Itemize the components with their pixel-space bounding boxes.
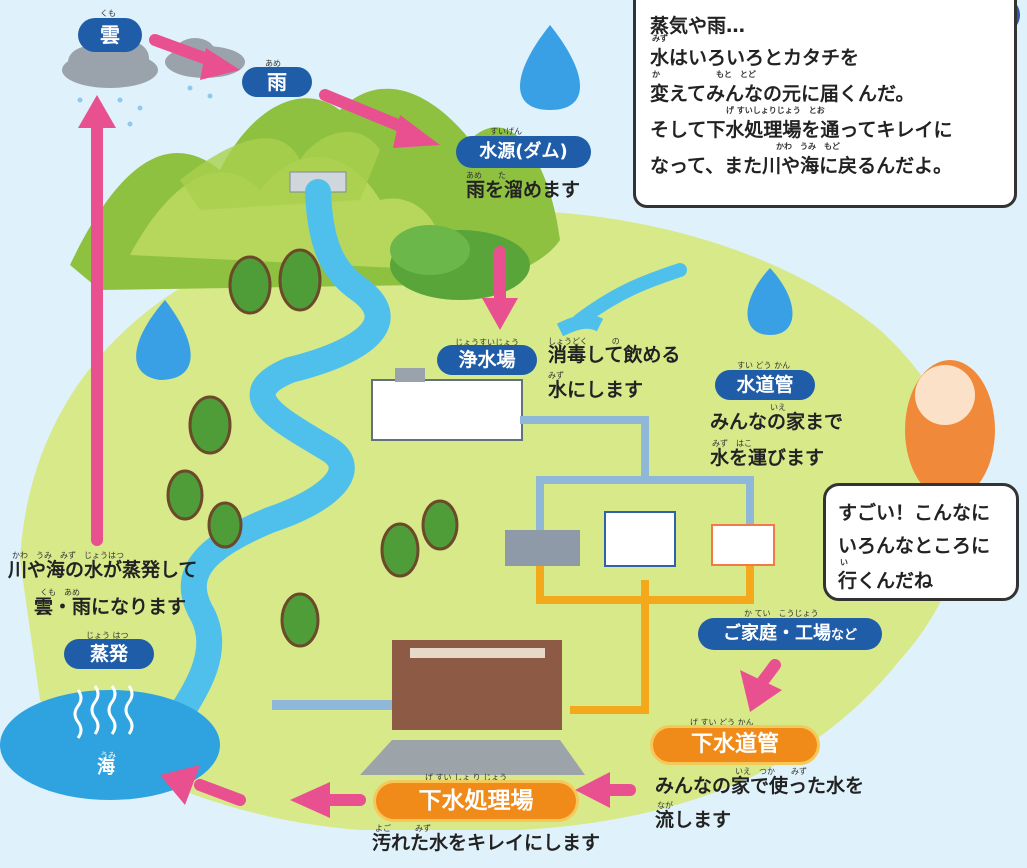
water-pipe-desc2-ruby: みず はこ xyxy=(712,439,752,448)
sewer-pipe-ruby: げ すい どう かん xyxy=(690,718,754,727)
river xyxy=(137,179,391,773)
sewer-line xyxy=(536,560,754,714)
rain-ruby: あめ xyxy=(265,59,281,68)
speech-line-1: 蒸気や雨… xyxy=(650,15,746,37)
homes-suffix: など xyxy=(830,628,857,643)
cloud-label: 雲 xyxy=(78,18,142,52)
factory xyxy=(505,530,580,566)
water-pipe-description-1: みんなの家まで xyxy=(710,411,844,433)
sewer-pipe-description-2: 流します xyxy=(655,809,732,831)
girl-ruby-3: い xyxy=(840,558,848,567)
homes-label: ご家庭・工場など xyxy=(698,618,882,650)
house xyxy=(711,524,775,566)
sewer-pipe-description-1: みんなの家で使った水を xyxy=(655,775,865,797)
dam-label: 水源(ダム) xyxy=(456,136,591,168)
flow-arrows xyxy=(78,34,782,818)
speech-line-4: そして下水処理場を通ってキレイに xyxy=(650,119,953,141)
water-drop-character xyxy=(136,25,793,380)
girl-line-3: 行くんだね xyxy=(838,570,934,592)
steam-waves xyxy=(73,685,134,739)
dam-description: 雨を溜めます xyxy=(466,179,581,201)
evaporation-label: 蒸発 xyxy=(64,639,154,669)
purification-desc2-ruby: みず xyxy=(548,371,564,380)
homes-title: ご家庭・工場 xyxy=(722,623,831,644)
purification-description-1: 消毒して飲める xyxy=(548,344,681,366)
treatment-desc-ruby: よご みず xyxy=(375,824,431,833)
sewer-pipe-label: 下水道管 xyxy=(650,725,820,765)
evaporation-desc2-ruby: くも あめ xyxy=(40,588,80,597)
evaporation-desc1-ruby: かわ うみ みず じょうはつ xyxy=(12,551,124,560)
water-pipe-label: 水道管 xyxy=(715,370,815,400)
treatment-label: 下水処理場 xyxy=(373,780,579,822)
land xyxy=(20,210,966,830)
treatment-description: 汚れた水をキレイにします xyxy=(372,832,601,854)
evaporation-description-2: 雲・雨になります xyxy=(34,596,187,618)
clean-water-pipe xyxy=(520,416,754,540)
speech-ruby-3: か もと とど xyxy=(652,70,756,79)
sea-water xyxy=(0,690,220,800)
speech-box-top: 蒸気や雨… みず 水はいろいろとカタチを か もと とど 変えてみんなの元に届く… xyxy=(633,0,1017,208)
purification-desc1-ruby: しょうどく の xyxy=(548,337,620,346)
speech-line-2: 水はいろいろとカタチを xyxy=(650,47,860,69)
purification-plant xyxy=(371,379,523,441)
sewer-pipe-desc2-ruby: なが xyxy=(657,801,673,810)
treatment-ruby: げ すい しょ り じょう xyxy=(425,773,508,782)
speech-bubble-girl: すごい！こんなに いろんなところに い 行くんだね xyxy=(823,483,1019,601)
trees xyxy=(166,248,459,648)
water-pipe-description-2: 水を運びます xyxy=(710,447,825,469)
homes-ruby: か てい こうじょう xyxy=(744,609,819,618)
purification-ruby: じょうすいじょう xyxy=(455,338,519,347)
speech-ruby-2: みず xyxy=(652,34,668,43)
girl-line-2: いろんなところに xyxy=(838,535,991,557)
sewer-pipe-desc1-ruby: いえ つか みず xyxy=(735,767,807,776)
girl-line-1: すごい！こんなに xyxy=(838,502,991,524)
speech-ruby-4: げ すいしょりじょう とお xyxy=(726,106,825,115)
cloud-ruby: くも xyxy=(100,9,116,18)
speech-line-3: 変えてみんなの元に届くんだ。 xyxy=(650,83,915,105)
speech-line-5: なって、また川や海に戻るんだよ。 xyxy=(650,155,953,177)
office xyxy=(604,511,676,567)
purification-label: 浄水場 xyxy=(437,345,537,375)
sea-ruby: うみ xyxy=(100,751,116,760)
evaporation-description-1: 川や海の水が蒸発して xyxy=(8,559,198,581)
speech-ruby-5: かわ うみ もど xyxy=(776,142,840,151)
rain-label: 雨 xyxy=(242,67,312,97)
dam-desc-ruby: あめ た xyxy=(466,171,506,180)
purification-description-2: 水にします xyxy=(548,379,644,401)
dam-ruby: すいげん xyxy=(490,127,522,136)
evaporation-ruby: じょう はつ xyxy=(86,631,129,640)
water-pipe-desc1-ruby: いえ xyxy=(770,403,786,412)
water-pipe-ruby: すい どう かん xyxy=(737,361,791,370)
sea-label: 海 xyxy=(97,757,115,778)
